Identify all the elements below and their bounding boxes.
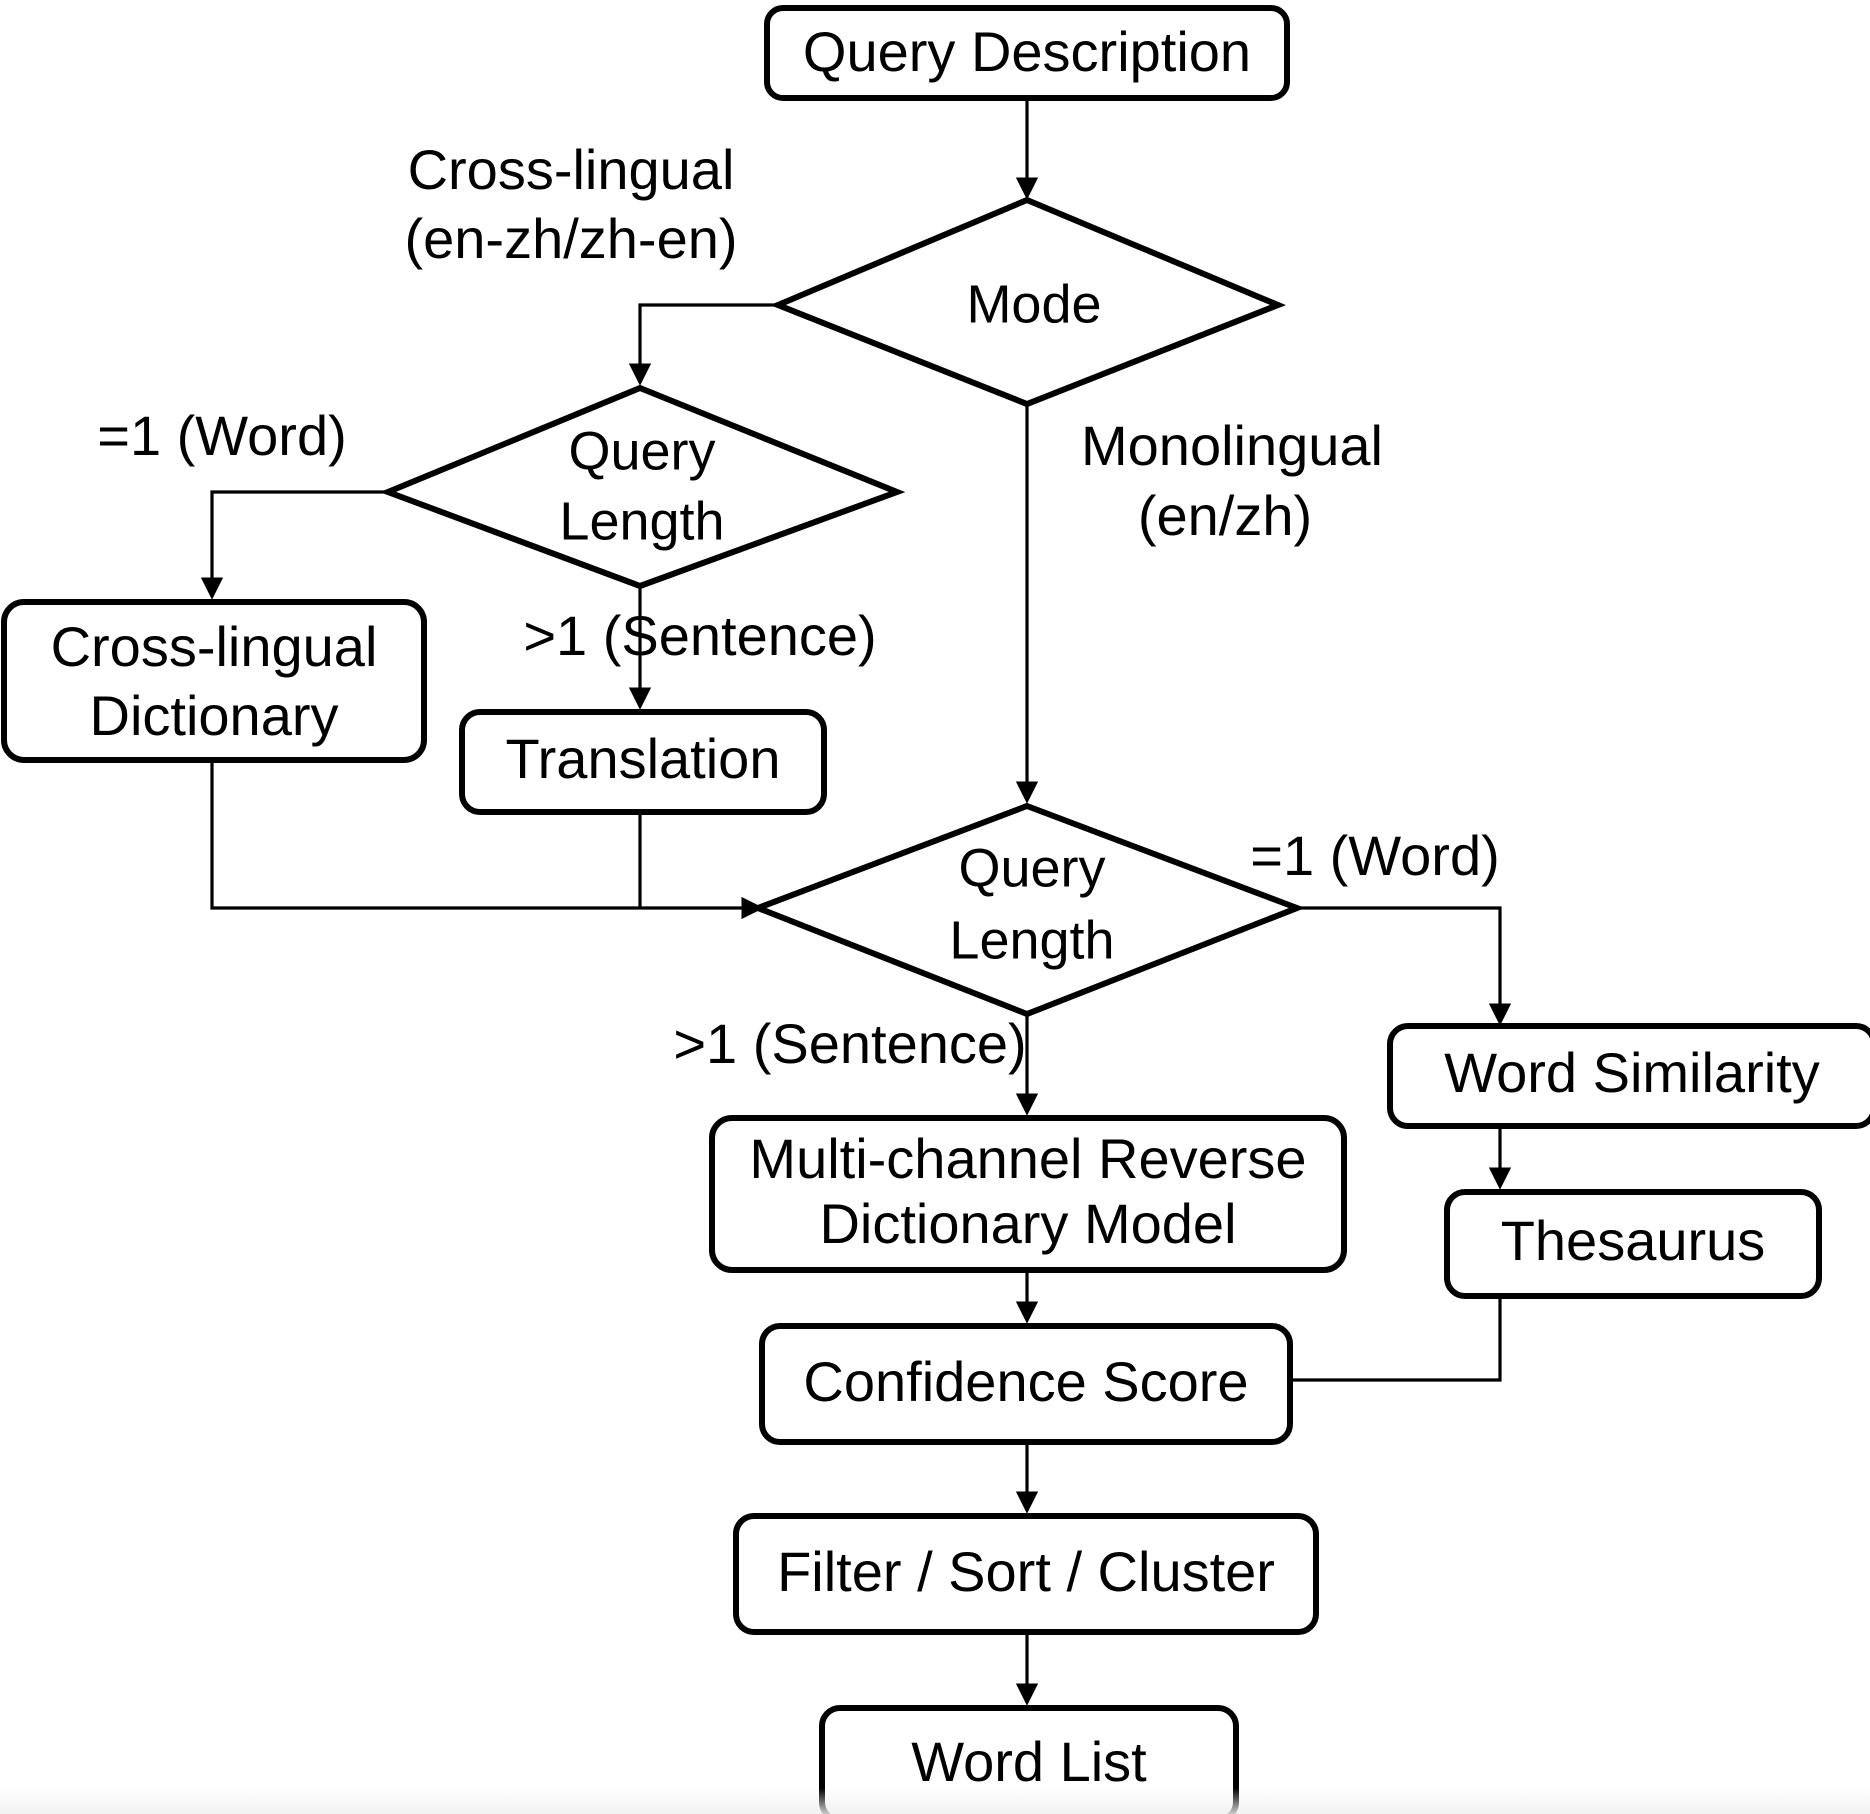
node-filter-sort-cluster-label: Filter / Sort / Cluster (777, 1540, 1275, 1603)
node-word-similarity[interactable]: Word Similarity (1387, 1023, 1870, 1129)
node-translation-label: Translation (506, 727, 781, 790)
node-cross-lingual-dictionary-label-line2: Dictionary (90, 684, 339, 747)
node-multi-channel-model[interactable]: Multi-channel Reverse Dictionary Model (709, 1115, 1347, 1273)
node-mode[interactable]: Mode (770, 196, 1286, 408)
node-word-list[interactable]: Word List (819, 1705, 1239, 1814)
node-word-similarity-shape (1387, 1023, 1870, 1129)
edge-label-cross-lingual-line1: Cross-lingual (408, 138, 735, 201)
node-multi-channel-model-label-line2: Dictionary Model (819, 1192, 1236, 1255)
edge-query-length-left-to-cross-lingual-dictionary (200, 490, 390, 600)
node-cross-lingual-dictionary[interactable]: Cross-lingual Dictionary (1, 599, 427, 763)
node-mode-label: Mode (966, 274, 1101, 334)
node-query-description-label: Query Description (803, 20, 1251, 83)
node-confidence-score-label: Confidence Score (803, 1350, 1248, 1413)
node-query-length-right-label-line1: Query (958, 838, 1105, 898)
node-word-list-shape (819, 1705, 1239, 1814)
node-filter-sort-cluster[interactable]: Filter / Sort / Cluster (733, 1513, 1319, 1635)
node-confidence-score-shape (759, 1323, 1293, 1445)
node-filter-sort-cluster-shape (733, 1513, 1319, 1635)
node-cross-lingual-dictionary-label-line1: Cross-lingual (51, 615, 378, 678)
node-query-length-right[interactable]: Query Length (749, 802, 1306, 1018)
node-query-description[interactable]: Query Description (764, 5, 1290, 101)
node-word-list-label: Word List (911, 1730, 1147, 1793)
node-query-length-right-shape (749, 802, 1306, 1018)
edge-label-monolingual-line1: Monolingual (1081, 414, 1383, 477)
edge-label-left-word: =1 (Word) (97, 404, 346, 467)
node-query-length-left-shape (379, 384, 906, 590)
edge-label-monolingual-line2: (en/zh) (1138, 484, 1312, 547)
node-confidence-score[interactable]: Confidence Score (759, 1323, 1293, 1445)
edge-label-cross-lingual-line2: (en-zh/zh-en) (404, 207, 737, 270)
node-word-similarity-label: Word Similarity (1444, 1041, 1819, 1104)
edge-query-length-right-to-word-similarity (1295, 906, 1512, 1026)
node-query-length-left-label-line1: Query (568, 421, 715, 481)
node-thesaurus-shape (1444, 1189, 1822, 1299)
node-query-length-right-label-line2: Length (949, 910, 1114, 970)
node-multi-channel-model-shape (709, 1115, 1347, 1273)
node-query-length-left[interactable]: Query Length (379, 384, 906, 590)
edge-label-left-sentence: >1 (Sentence) (523, 604, 876, 667)
node-thesaurus-label: Thesaurus (1501, 1209, 1766, 1272)
edge-label-right-sentence: >1 (Sentence) (673, 1012, 1026, 1075)
edge-mode-to-query-length-left (628, 303, 778, 386)
node-translation[interactable]: Translation (459, 709, 827, 815)
edge-label-right-word: =1 (Word) (1250, 824, 1499, 887)
node-cross-lingual-dictionary-shape (1, 599, 427, 763)
node-query-length-left-label-line2: Length (559, 491, 724, 551)
node-thesaurus[interactable]: Thesaurus (1444, 1189, 1822, 1299)
node-multi-channel-model-label-line1: Multi-channel Reverse (749, 1127, 1306, 1190)
node-query-description-shape (764, 5, 1290, 101)
edge-cross-lingual-dictionary-to-query-length-right (210, 760, 764, 920)
node-translation-shape (459, 709, 827, 815)
node-mode-shape (770, 196, 1286, 408)
